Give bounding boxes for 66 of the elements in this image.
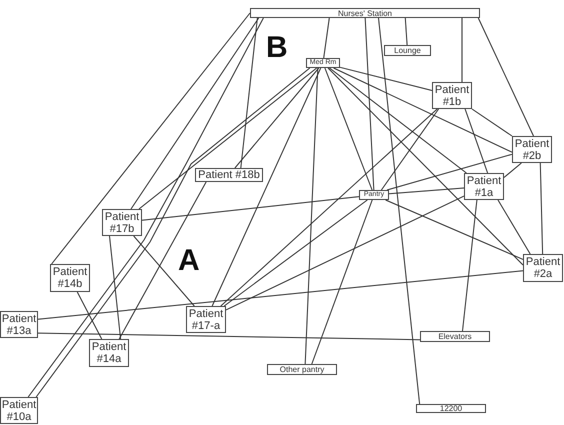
location-label: Nurses' Station [338,8,392,18]
area-letter: B [266,33,288,63]
movement-line [386,154,512,190]
area-letter: A [178,246,200,276]
location-box [384,45,431,56]
movement-line [462,200,478,332]
movement-line [234,68,320,168]
movement-line [212,68,322,306]
movement-line [28,18,264,398]
location-box [250,8,480,18]
movement-line [478,18,534,136]
location-box [267,364,337,375]
movement-line [504,162,522,178]
movement-line [226,196,464,310]
location-label: Patient #2b [514,138,550,162]
movement-line [220,108,438,306]
location-box [359,190,389,200]
movement-line [142,196,360,221]
movement-line [133,236,195,306]
movement-line [380,108,440,190]
location-label: 12200 [440,404,462,413]
movement-line [109,236,122,340]
movement-line [378,18,420,404]
movement-line [38,332,420,340]
location-label: Patient #17-a [188,308,224,332]
movement-line [464,108,488,174]
location-label: Patient #18b [198,169,260,181]
movement-line [340,66,432,91]
movement-line [333,68,512,153]
location-box [306,58,340,68]
movement-line [36,68,310,398]
movement-line [385,200,524,260]
movement-line [540,162,544,254]
movement-line [404,18,408,46]
movement-line [138,68,318,210]
movement-line [364,18,374,190]
movement-line [323,18,330,58]
location-label: Lounge [394,46,421,55]
movement-line [311,200,373,364]
movement-line [224,200,368,306]
movement-line [130,18,260,210]
movement-line [76,292,102,340]
location-label: Patient #10a [1,398,37,422]
movement-line [498,200,531,254]
movement-line [118,182,207,340]
movement-line [324,68,373,190]
location-label: Elevators [438,332,472,341]
movement-line [51,12,250,264]
movement-line [472,108,512,136]
location-label: Patient #17b [104,210,140,234]
location-label: Patient #1a [466,174,502,198]
location-box [195,168,263,182]
location-box [420,331,490,342]
location-label: Patient #14b [52,266,88,290]
movement-line [328,68,524,266]
movement-line [388,188,464,194]
movement-line [240,18,258,168]
location-label: Other pantry [280,365,324,374]
movement-line [329,68,467,174]
location-label: Patient #2a [524,256,562,280]
location-label: Patient #13a [1,312,37,336]
movement-line [38,270,524,320]
movement-line [304,68,318,364]
location-box [416,404,486,413]
location-label: Patient #14a [90,341,128,365]
location-label: Patient #1b [434,84,470,108]
